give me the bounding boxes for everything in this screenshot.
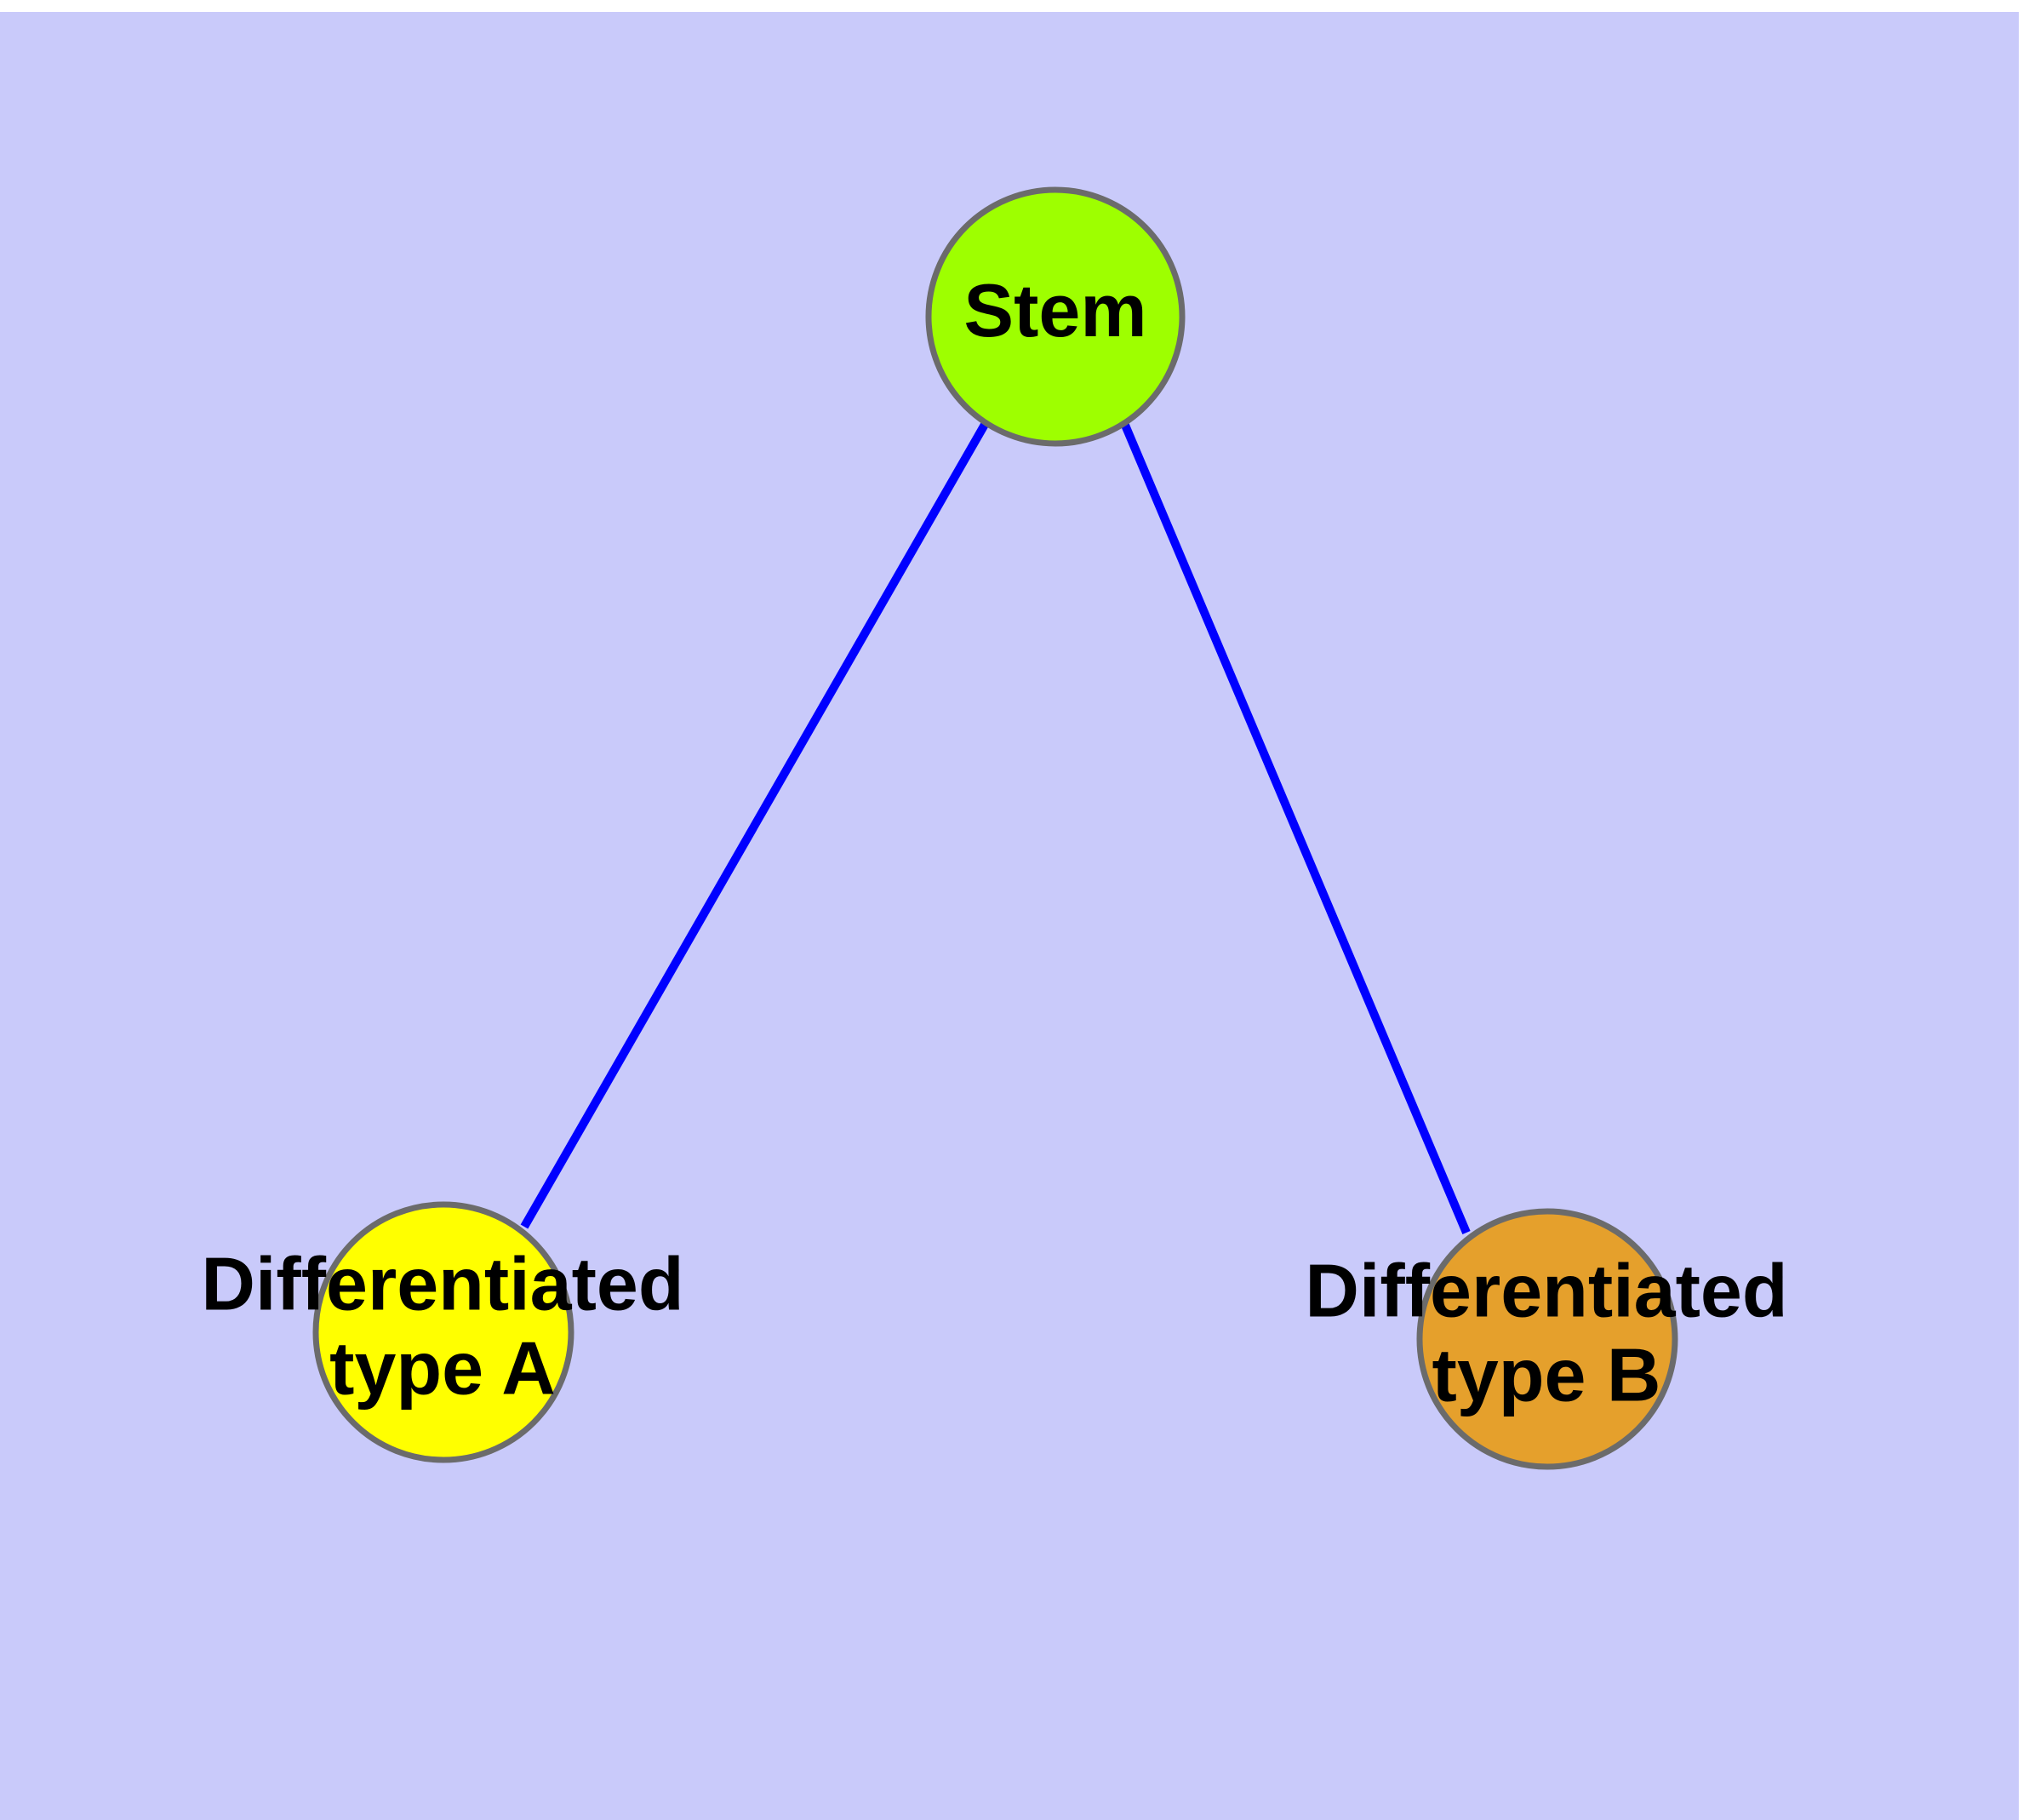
edge-stem-to-differentiated-type-b[interactable]: [1120, 421, 1471, 1234]
node-label-stem: Stem: [963, 268, 1146, 352]
edge-layer: [520, 421, 1471, 1234]
node-differentiated-type-b[interactable]: [1416, 1208, 1678, 1470]
edge-stem-to-differentiated-type-a[interactable]: [520, 421, 990, 1229]
node-stem[interactable]: [925, 186, 1186, 447]
node-layer: [312, 186, 1678, 1470]
node-differentiated-type-a[interactable]: [312, 1201, 574, 1463]
